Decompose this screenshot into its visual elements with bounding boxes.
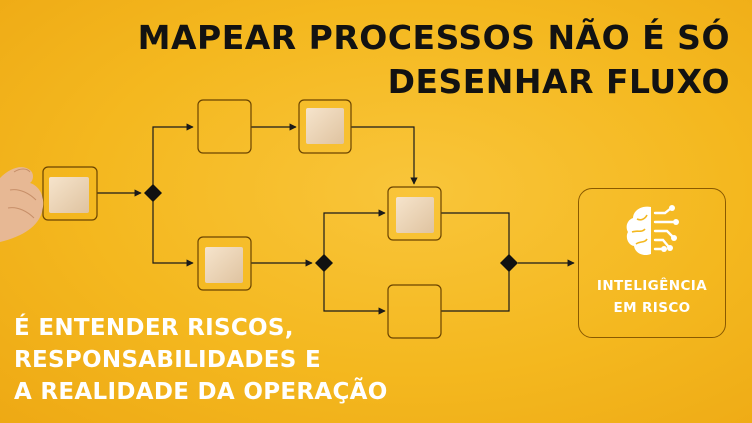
decision-diamond-3 — [500, 254, 518, 272]
headline: MAPEAR PROCESSOS NÃO É SÓ DESENHAR FLUXO — [138, 16, 730, 104]
headline-line-1: MAPEAR PROCESSOS NÃO É SÓ — [137, 18, 730, 57]
decision-diamond-1 — [144, 184, 162, 202]
tagline-line-2: RESPONSABILIDADES E — [14, 347, 321, 373]
tagline-line-3: A REALIDADE DA OPERAÇÃO — [14, 379, 388, 405]
wood-block-top — [306, 108, 344, 144]
connector-decision-bottom — [152, 201, 194, 267]
brain-circuit-icon — [626, 205, 679, 256]
connector-top-block-down — [351, 126, 418, 185]
brand-line-1: INTELIGÊNCIA — [596, 278, 708, 294]
tagline: É ENTENDER RISCOS, RESPONSABILIDADES E A… — [14, 312, 388, 408]
connector-decision2-bottom — [323, 271, 386, 315]
tagline-line-1: É ENTENDER RISCOS, — [14, 315, 294, 341]
brand-text: INTELIGÊNCIA EM RISCO — [579, 275, 725, 319]
wood-block-lower — [205, 247, 243, 283]
flow-box-start — [42, 166, 98, 221]
decision-diamond-2 — [315, 254, 333, 272]
brand-box: INTELIGÊNCIA EM RISCO — [578, 188, 726, 338]
connector-decision-top — [152, 123, 194, 185]
connector-center-to-merge — [441, 212, 510, 255]
flow-box-center-block — [387, 186, 442, 241]
headline-line-2: DESENHAR FLUXO — [387, 62, 730, 101]
brand-line-2: EM RISCO — [613, 300, 691, 316]
connector-lower-empty-to-merge — [441, 271, 510, 312]
flow-box-lower-block — [197, 236, 252, 291]
flow-box-top-block — [298, 99, 352, 154]
flow-box-top-empty — [197, 99, 252, 154]
wood-block-start — [49, 177, 89, 213]
hand-illustration — [0, 167, 44, 242]
connector-decision2-top — [323, 209, 386, 255]
flow-box-lower-empty — [387, 284, 442, 339]
wood-block-center — [396, 197, 434, 233]
